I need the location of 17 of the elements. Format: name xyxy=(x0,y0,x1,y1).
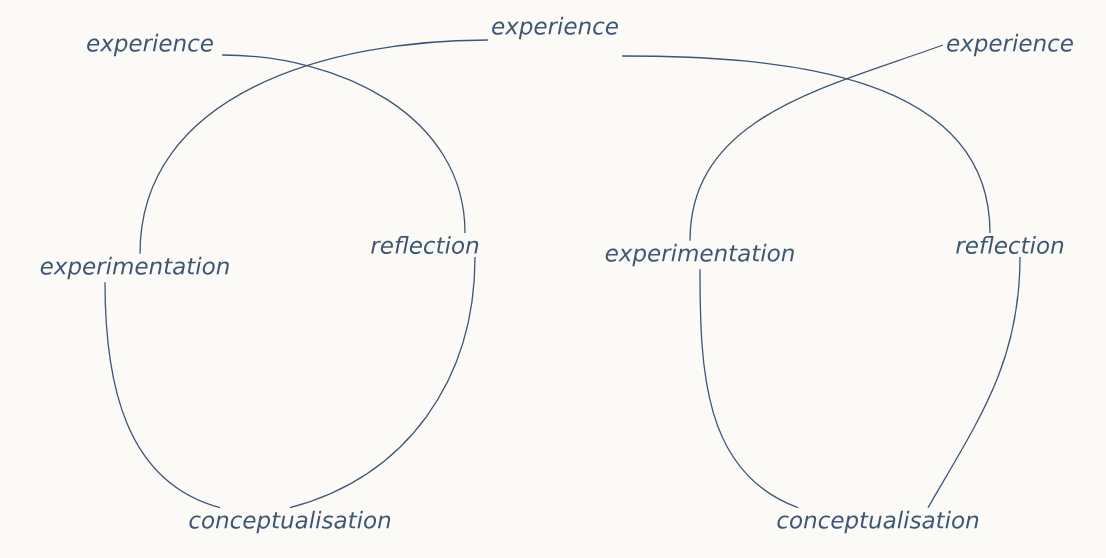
cycle-label: experimentation xyxy=(605,243,794,267)
cycle-label: conceptualisation xyxy=(189,510,391,534)
curve xyxy=(221,54,466,234)
curve xyxy=(139,39,489,255)
curve xyxy=(104,281,221,509)
cycle-label: reflection xyxy=(956,236,1064,254)
curve xyxy=(689,44,944,242)
curve xyxy=(621,55,991,234)
cycle-label: experimentation xyxy=(40,256,229,280)
cycle-label: conceptualisation xyxy=(777,510,979,534)
curve xyxy=(289,256,476,509)
cycle-label: reflection xyxy=(371,236,479,254)
cycle-label: experience xyxy=(87,33,213,57)
curve xyxy=(699,268,799,509)
cycle-label: experience xyxy=(492,16,618,40)
cycle-label: experience xyxy=(947,33,1073,57)
curve xyxy=(927,256,1021,509)
